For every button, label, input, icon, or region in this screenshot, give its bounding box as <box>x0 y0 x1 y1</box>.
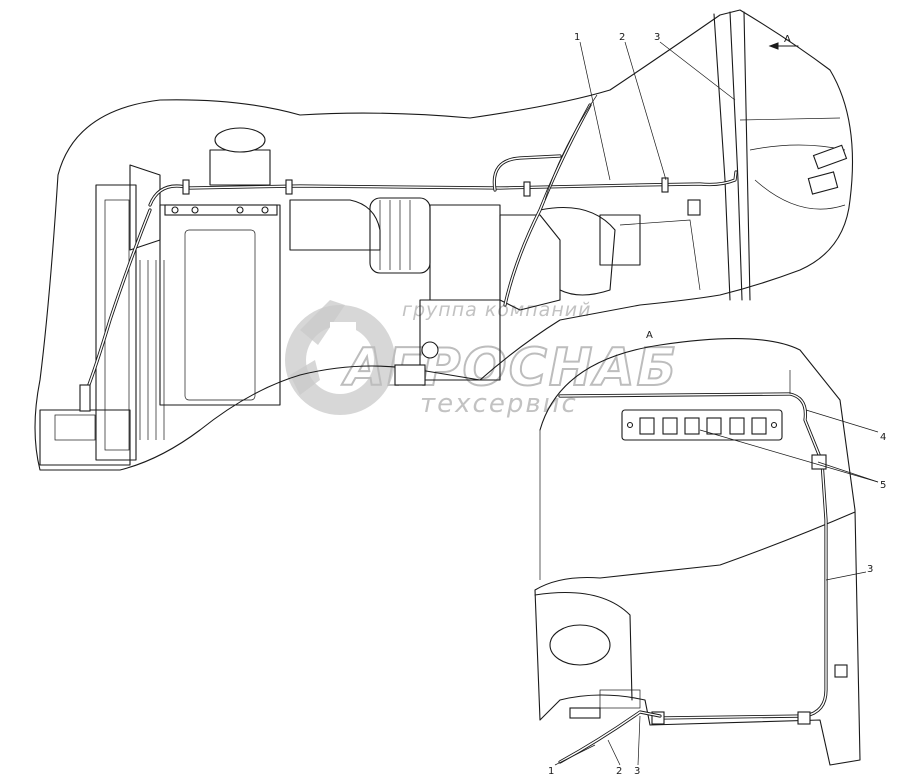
oval-opening <box>549 624 611 666</box>
watermark: группа компаний АГРОСНАБ техсервис <box>285 299 677 419</box>
section-a-view: A <box>534 330 886 777</box>
callout-5: 5 <box>880 480 886 491</box>
callouts-top: 1 2 3 <box>574 32 736 181</box>
connector-left <box>79 384 91 412</box>
callout-top-2: 2 <box>619 32 625 43</box>
panel-outline <box>534 338 861 766</box>
switch-panel <box>621 409 783 441</box>
callout-top-3: 3 <box>654 32 660 43</box>
callouts-bottom: 1 2 3 <box>548 715 640 777</box>
section-label-a-mid: A <box>646 330 653 341</box>
main-harness-cable <box>148 170 738 207</box>
callout-4: 4 <box>880 432 886 443</box>
bolt-row <box>171 206 269 214</box>
compartment-outline <box>34 9 854 471</box>
callout-top-1: 1 <box>574 32 580 43</box>
intake-pipe <box>289 199 381 251</box>
radiator <box>95 184 137 461</box>
callout-bottom-3: 3 <box>634 766 640 777</box>
section-label-a-top: A <box>784 34 791 45</box>
watermark-gear-icon <box>285 300 395 415</box>
watermark-line1: группа компаний <box>402 299 591 321</box>
callout-bottom-1: 1 <box>548 766 554 777</box>
main-view: A <box>34 9 854 471</box>
callouts-right: 4 5 3 <box>699 409 886 581</box>
harness-clamps-top <box>182 177 669 197</box>
watermark-line3: техсервис <box>420 389 578 419</box>
callout-3-right: 3 <box>867 564 873 575</box>
engine-block <box>159 204 281 406</box>
bracket-right <box>687 199 701 216</box>
section-arrow-top: A <box>768 34 799 50</box>
filler-cap <box>214 127 266 153</box>
callout-bottom-2: 2 <box>616 766 622 777</box>
